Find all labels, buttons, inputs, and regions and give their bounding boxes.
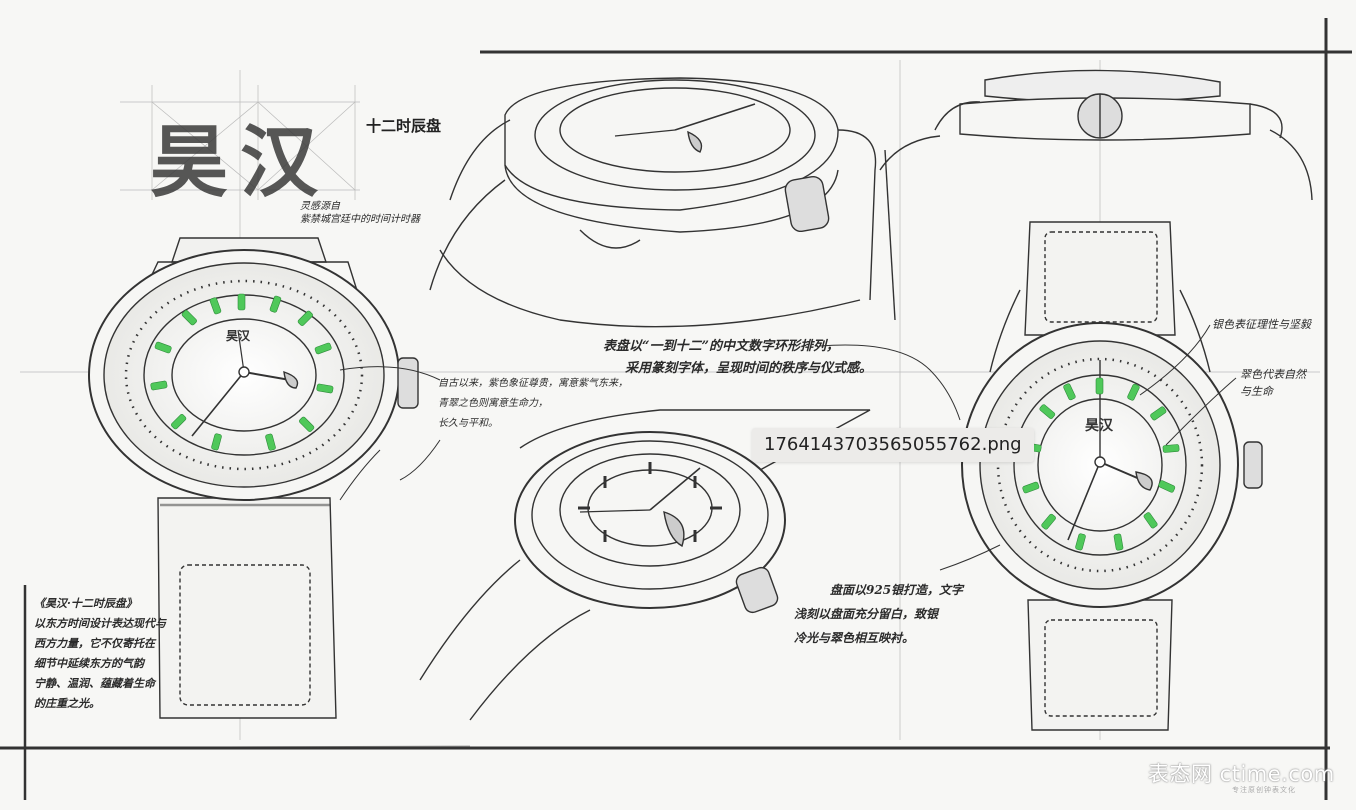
watch-front-left — [88, 237, 419, 719]
jade-hour-markers-right — [1022, 377, 1180, 551]
note-concept: 《昊汉·十二时辰盘》 以东方时间设计表达现代与 西方力量，它不仅寄托在 细节中延… — [34, 597, 166, 710]
dial-brand-mark-right: 昊汉 — [1085, 418, 1114, 434]
leader-lines — [339, 324, 1237, 571]
dial-brand-mark-left: 昊汉 — [226, 328, 251, 343]
frame-lines — [0, 18, 1352, 800]
note-ancient: 自古以来，紫色象征尊贵，寓意紫气东来， 青翠之色则寓意生命力， 长久与平和。 — [438, 378, 628, 429]
note-dial-order: 表盘以“一到十二”的中文数字环形排列， 采用篆刻字体，呈现时间的秩序与仪式感。 — [603, 339, 873, 376]
watch-side-top — [429, 77, 896, 328]
note-green: 翠色代表自然 与生命 — [1240, 368, 1306, 398]
brand-title: 昊汉 — [150, 117, 331, 208]
note-silver-dial: 盘面以925银打造，文字 浅刻以盘面充分留白，致银 冷光与翠色相互映衬。 — [794, 583, 964, 645]
watermark-subtext: 专注原创钟表文化 — [1232, 786, 1296, 794]
watch-front-right — [961, 221, 1263, 731]
filename-tooltip: 1764143703565055762.png — [752, 428, 1034, 462]
site-watermark: 表态网 ctime.com — [1148, 762, 1335, 786]
watch-side-right — [879, 69, 1313, 201]
watch-angled-middle — [419, 409, 871, 721]
dial-subtitle: 十二时辰盘 — [366, 117, 442, 135]
note-silver: 银色表征理性与坚毅 — [1212, 318, 1311, 331]
note-inspiration: 灵感源自 紫禁城宫廷中的时间计时器 — [300, 201, 420, 225]
jade-hour-markers-left — [150, 293, 334, 451]
